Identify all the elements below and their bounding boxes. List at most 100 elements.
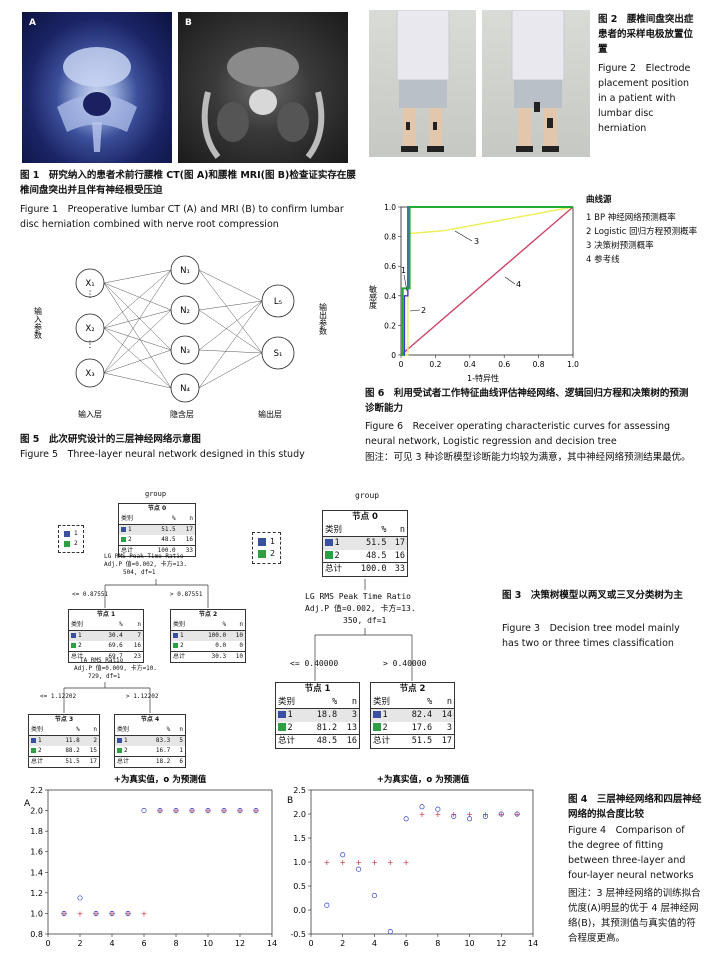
roc-legend-item-1: 1 BP 神经网络预测概率 [586, 213, 676, 223]
table-cell: 69.7 [95, 652, 125, 663]
fig1-label-b: B [185, 18, 192, 28]
fig4-xtick-label: 10 [464, 939, 474, 948]
table-cell: 16 [389, 550, 407, 563]
legend-swatch [373, 723, 381, 731]
cell-text: 51.5 [161, 526, 176, 533]
cell-text: n [93, 726, 97, 733]
cell-text: 10 [235, 632, 243, 639]
nn-edge [198, 300, 263, 311]
nn-layer-output: 输出层 [258, 409, 282, 419]
table-cell: 1 [171, 631, 195, 642]
tree-left-title: group [145, 490, 167, 498]
legend-swatch [325, 538, 333, 547]
fig4-true-point: + [498, 810, 505, 819]
fig3-decision-trees [63, 547, 413, 713]
cell-text: 3 [351, 710, 357, 720]
cell-text: 16 [394, 550, 405, 561]
fig4-pred-point [435, 806, 441, 812]
tree-right-branch1-b: > 0.40000 [383, 659, 427, 668]
cell-text: 88.2 [65, 747, 80, 754]
fig4-xtick-label: 8 [173, 939, 178, 948]
cell-text: 1 [180, 632, 184, 639]
nn-edge [103, 282, 172, 311]
fig4-xtick-label: 0 [45, 939, 50, 948]
tree-right-node-1-title: 节点 1 [304, 684, 331, 694]
legend-entry: 2 [258, 548, 275, 560]
fig4-pred-point [419, 804, 425, 810]
cell-text: n [446, 696, 452, 707]
legend-label: 2 [74, 540, 78, 547]
table-cell: 51.5 [350, 537, 388, 550]
cell-text: 6 [179, 758, 183, 765]
table-cell: 23 [125, 652, 143, 663]
cell-text: 1 [38, 737, 42, 744]
table-row: 类别%n [69, 620, 143, 631]
fig4-pred-point [93, 910, 99, 916]
cell-text: 7 [137, 632, 141, 639]
nn-dots-1: ⋮ [86, 290, 95, 300]
table-cell: 0.0 [195, 641, 228, 652]
legend-swatch [173, 643, 178, 648]
roc-curve-label-1: 1 [401, 266, 406, 275]
table-cell: 11.8 [54, 736, 82, 747]
cell-text: 81.2 [316, 722, 338, 733]
legend-label: 1 [74, 530, 78, 537]
roc-legend-item-3: 3 决策树预测概率 [586, 241, 654, 251]
roc-xtick-label: 0.2 [429, 360, 441, 369]
fig1-caption-cn: 图 1 研究纳入的患者术前行腰椎 CT(图 A)和腰椎 MRI(图 B)检查证实… [20, 170, 356, 196]
cell-text: 2 [128, 536, 132, 543]
fig3-caption-en: Figure 3 Decision tree model mainly has … [502, 623, 680, 649]
roc-lines [400, 206, 574, 356]
table-row: 类别%n [171, 620, 245, 631]
table-cell: 30.4 [95, 631, 125, 642]
cell-text: 17 [394, 538, 405, 548]
roc-xtick-label: 0.4 [464, 360, 476, 369]
nn-edge [103, 269, 172, 374]
table-cell: % [54, 725, 82, 736]
table-cell: 1 [29, 736, 54, 747]
fig2-photo-back [482, 10, 590, 157]
roc-curve-label-2: 2 [421, 306, 426, 315]
table-cell: n [178, 514, 195, 525]
cell-text: 1 [334, 538, 340, 548]
fig4-true-point: + [435, 810, 442, 819]
fig4-true-point: + [514, 810, 521, 819]
table-cell: 0 [228, 641, 245, 652]
nn-output-node-circle [261, 284, 295, 318]
fig4-pred-point [125, 910, 131, 916]
fig4-ytick-label: 1.6 [30, 848, 43, 857]
cell-text: 18.8 [316, 710, 338, 720]
fig4-ytick-label: 1.4 [30, 868, 43, 877]
nn-edge [198, 300, 263, 389]
roc-ytick-label: 0.4 [384, 292, 396, 301]
table-cell: 总计 [115, 757, 142, 768]
table-cell: 2 [323, 550, 350, 563]
tree-right-split1-c: 350, df=1 [343, 616, 387, 625]
fig4-ytick-label: 1.2 [30, 889, 43, 898]
table-cell: 类别 [69, 620, 95, 631]
table-cell: 2 [29, 746, 54, 757]
fig4-ytick-label: 1.0 [30, 909, 43, 918]
nn-dots-2: ⋮ [86, 340, 95, 350]
fig4-xtick-label: 6 [404, 939, 409, 948]
fig4-pred-point [205, 808, 211, 814]
nn-right-label: 输出参数 [319, 302, 328, 336]
roc-curve-label-4: 4 [516, 280, 521, 289]
fig4-a-title: +为真实值，o 为预测值 [114, 774, 207, 785]
fig4-ytick-label: 1.0 [293, 858, 306, 867]
fig4-true-point: + [157, 807, 164, 816]
cell-text: 18.2 [155, 758, 171, 765]
